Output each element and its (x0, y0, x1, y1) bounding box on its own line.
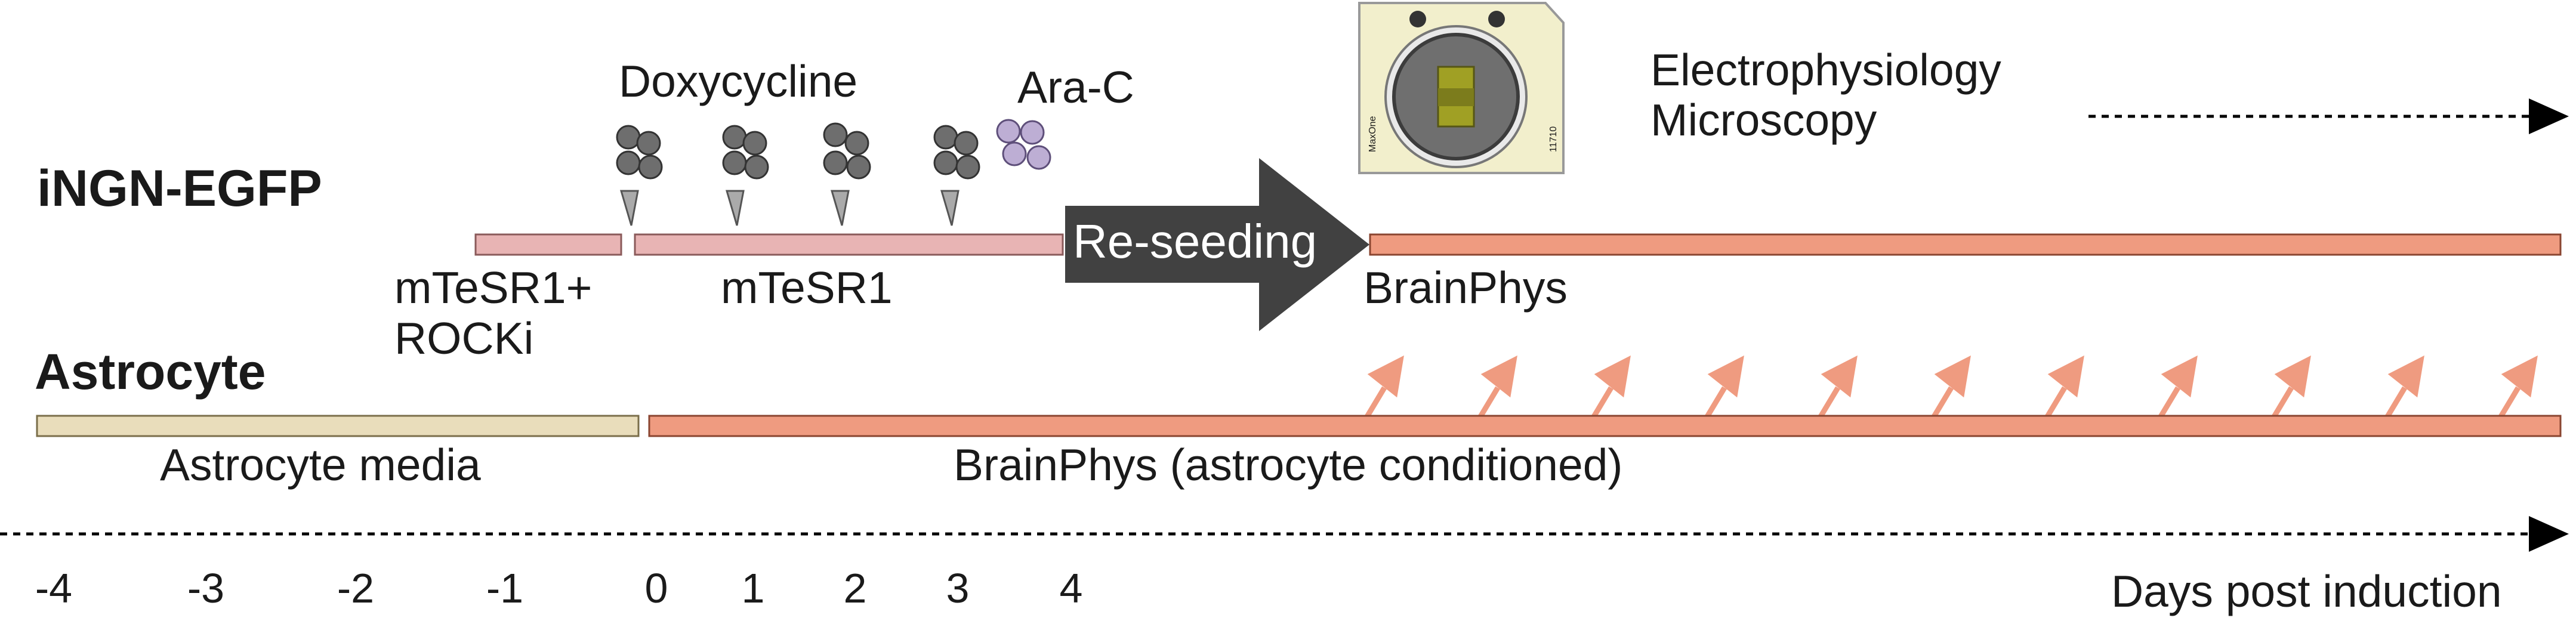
row-label-astrocyte: Astrocyte (35, 344, 266, 400)
brainphys-bar (1369, 233, 2562, 256)
mtesr1-rocki-bar (474, 233, 622, 256)
readout-arrowhead (2529, 98, 2569, 134)
reseeding-label: Re-seeding (1073, 215, 1317, 268)
electrophysiology-label: Electrophysiology (1651, 45, 2001, 95)
mtesr1-rocki-label-line2: ROCKi (394, 313, 533, 363)
astrocyte-media-bar (36, 415, 640, 437)
ara-c-label: Ara-C (1017, 62, 1134, 112)
time-axis-ticks: -4 -3 -2 -1 0 1 2 3 4 (35, 565, 1083, 611)
conditioned-media-transfer-arrows (1364, 355, 2538, 419)
doxycycline-dose-day-2 (722, 125, 769, 226)
mtesr1-bar (634, 233, 1064, 256)
axis-tick-label: 2 (844, 565, 867, 611)
brainphys-conditioned-label: BrainPhys (astrocyte conditioned) (954, 440, 1622, 490)
microscopy-label: Microscopy (1651, 95, 1877, 145)
axis-tick-label: 3 (946, 565, 970, 611)
doxycycline-label: Doxycycline (619, 56, 857, 106)
doxycycline-dose-day-3 (823, 122, 871, 226)
ara-c-dose (996, 119, 1051, 170)
doxycycline-dose-day-1 (616, 125, 663, 226)
axis-tick-label: -2 (337, 565, 374, 611)
axis-tick-label: 1 (742, 565, 765, 611)
axis-tick-label: -1 (486, 565, 523, 611)
mtesr1-rocki-label-line1: mTeSR1+ (394, 262, 592, 313)
axis-label: Days post induction (2111, 566, 2502, 616)
row-label-ingn-egfp: iNGN-EGFP (37, 160, 322, 217)
axis-tick-label: -4 (35, 565, 72, 611)
reseeding-arrow (1065, 158, 1369, 331)
mtesr1-label: mTeSR1 (721, 262, 893, 313)
mea-chip-image: MaxOne 11710 (1358, 2, 1565, 174)
axis-tick-label: 4 (1060, 565, 1083, 611)
doxycycline-dose-day-4 (933, 125, 980, 226)
mea-brand-text: MaxOne (1368, 116, 1378, 152)
axis-tick-label: 0 (645, 565, 668, 611)
brainphys-conditioned-bar (648, 415, 2562, 437)
time-axis-arrowhead (2529, 516, 2569, 552)
mea-serial-text: 11710 (1548, 126, 1559, 152)
astrocyte-media-label: Astrocyte media (160, 440, 481, 490)
brainphys-label: BrainPhys (1363, 262, 1568, 313)
axis-tick-label: -3 (187, 565, 224, 611)
